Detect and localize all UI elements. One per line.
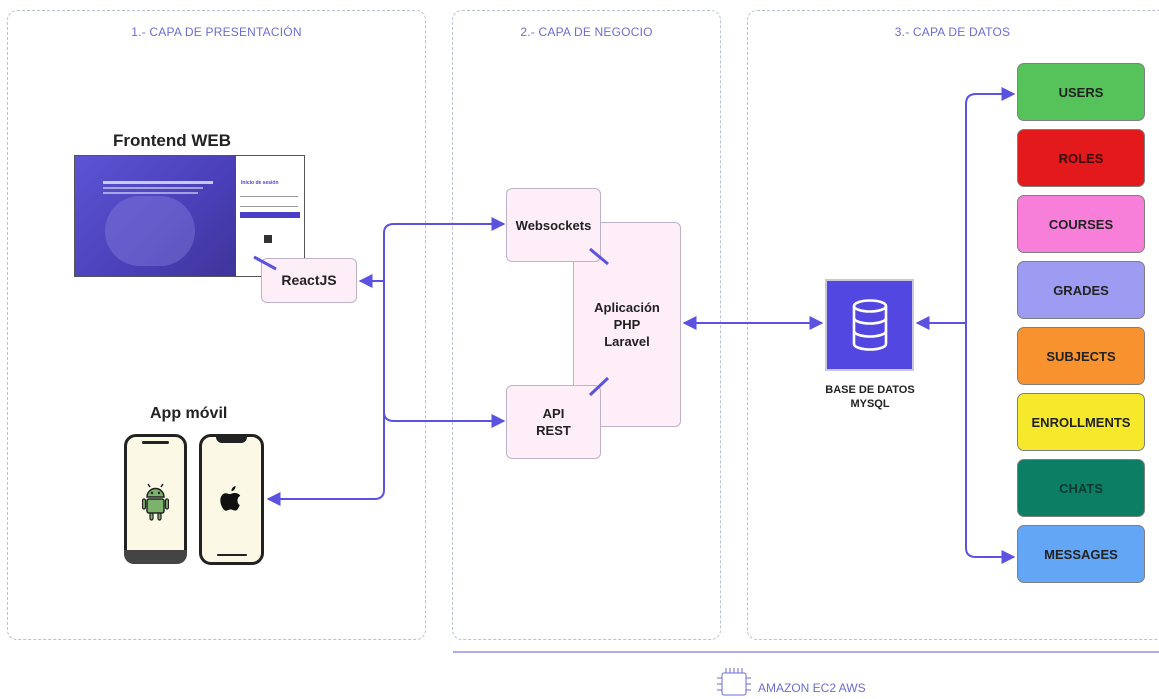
screenshot-login-field [240,206,298,207]
table-grades: GRADES [1017,261,1145,319]
reactjs-node: ReactJS [261,258,357,303]
screenshot-hero-shade [105,196,195,266]
table-subjects: SUBJECTS [1017,327,1145,385]
data-layer-title: 3.- CAPA DE DATOS [894,25,1011,39]
aws-chip-icon [717,668,751,696]
database-cylinder-icon [852,299,888,351]
websockets-node: Websockets [506,188,601,262]
screenshot-logo [264,235,272,243]
android-phone [124,434,187,564]
table-enrollments: ENROLLMENTS [1017,393,1145,451]
iphone [199,434,264,565]
screenshot-hero-text [103,187,203,189]
screenshot-hero [75,156,236,276]
presentation-layer-title: 1.- CAPA DE PRESENTACIÓN [131,25,302,39]
presentation-layer: 1.- CAPA DE PRESENTACIÓN [7,10,426,640]
screenshot-login-field [240,196,298,197]
table-chats: CHATS [1017,459,1145,517]
table-roles: ROLES [1017,129,1145,187]
frontend-web-title: Frontend WEB [113,131,232,150]
business-layer-title: 2.- CAPA DE NEGOCIO [520,25,653,39]
table-users: USERS [1017,63,1145,121]
android-phone-screen-bottom [124,550,187,564]
android-icon [142,483,169,521]
api-rest-node: API REST [506,385,601,459]
aws-footer-label: AMAZON EC2 AWS [758,681,866,695]
apple-icon [220,486,241,511]
table-messages: MESSAGES [1017,525,1145,583]
mobile-app-title: App móvil [150,405,228,422]
screenshot-hero-text [103,192,198,194]
screenshot-login-button [240,212,300,218]
screenshot-login-title: Inicio de sesión [241,180,279,186]
table-courses: COURSES [1017,195,1145,253]
iphone-notch [216,436,247,443]
screenshot-hero-text [103,181,213,184]
mysql-database-icon [825,279,914,371]
iphone-home-bar [217,554,247,556]
mysql-database-label: BASE DE DATOS MYSQL [825,384,915,410]
android-phone-notch [142,441,169,444]
frontend-web-screenshot: Inicio de sesión [74,155,305,277]
